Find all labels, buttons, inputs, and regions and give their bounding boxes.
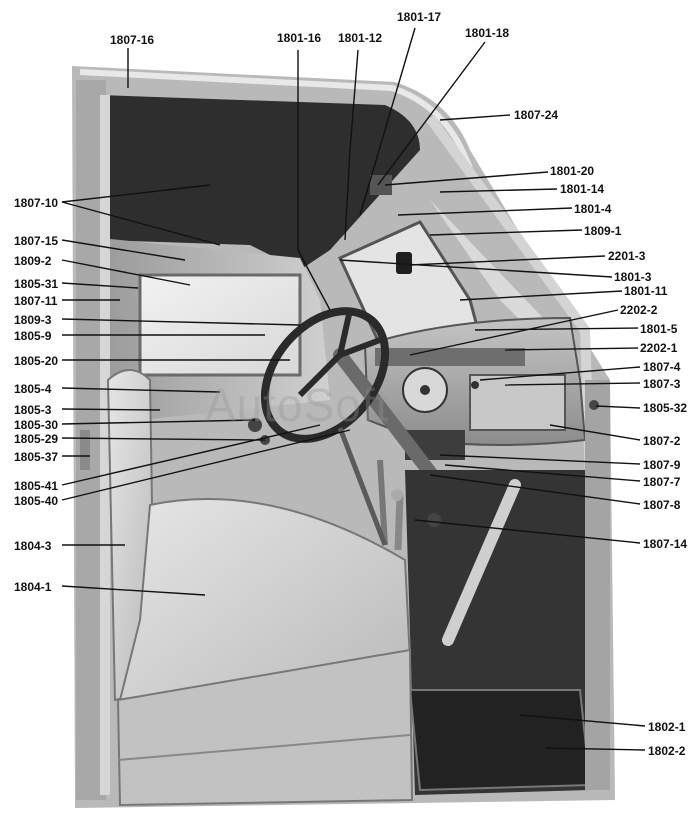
callout-label: 1805-3 — [14, 403, 52, 417]
right-door-panel — [585, 380, 610, 790]
callout-label: 1805-40 — [14, 494, 59, 508]
callout-label: 1807-8 — [643, 498, 681, 512]
callout-label: 1809-1 — [584, 224, 622, 238]
floor-mat — [408, 689, 592, 792]
callout-label: 1807-24 — [514, 108, 559, 122]
callout-label: 1805-20 — [14, 354, 59, 368]
control-rod — [337, 427, 388, 546]
speedometer-center — [420, 385, 430, 395]
wiper-motor — [370, 175, 392, 195]
window-crank — [248, 418, 262, 432]
callout-label: 1801-4 — [574, 202, 612, 216]
lever-knob — [391, 489, 403, 501]
callout-label: 1805-37 — [14, 450, 59, 464]
callout-label: 1801-12 — [338, 31, 383, 45]
callout-label: 1807-10 — [14, 196, 59, 210]
callout-label: 1801-20 — [550, 164, 595, 178]
callout-label: 1807-15 — [14, 234, 59, 248]
callout-label: 1801-18 — [465, 26, 510, 40]
callout-label: 1807-14 — [643, 537, 688, 551]
callout-label: 1805-30 — [14, 418, 59, 432]
callout-label: 1807-7 — [643, 475, 681, 489]
callout-label: 1809-3 — [14, 313, 52, 327]
callout-label: 1805-4 — [14, 382, 52, 396]
seat-front-trim — [117, 734, 411, 761]
parking-brake — [442, 479, 521, 646]
callout-label: 2201-3 — [608, 249, 646, 263]
leader-lines — [61, 27, 646, 751]
dash-knob — [471, 381, 479, 389]
callout-label: 1805-32 — [643, 401, 688, 415]
seat-base — [116, 648, 414, 807]
windshield — [338, 220, 480, 347]
steering-wheel — [260, 307, 390, 443]
left-pillar-edge — [100, 95, 110, 795]
callout-label: 1801-17 — [397, 10, 442, 24]
brake-lever — [394, 494, 404, 551]
door-hinge — [80, 430, 90, 470]
callout-label: 1801-16 — [277, 31, 322, 45]
callout-label: 1801-3 — [614, 270, 652, 284]
callout-label: 1807-11 — [14, 294, 58, 308]
rear-view-mirror — [396, 252, 412, 274]
callout-label: 1807-3 — [643, 377, 681, 391]
right-door-knob — [589, 400, 599, 410]
callout-label: 1805-31 — [14, 277, 59, 291]
callout-label: 1807-4 — [643, 360, 681, 374]
callout-label: 1807-16 — [110, 33, 155, 47]
floor-button — [427, 513, 441, 527]
gauge-panel — [375, 348, 525, 366]
headliner — [100, 95, 420, 270]
callout-label: 1804-3 — [14, 539, 52, 553]
shift-lever — [377, 459, 388, 546]
callout-label: 1802-2 — [648, 744, 686, 758]
steering-spokes — [297, 309, 382, 398]
watermark-text: AutoSoft — [205, 379, 390, 431]
callout-label: 1801-14 — [560, 182, 605, 196]
callout-label: 1805-41 — [14, 479, 59, 493]
callout-label: 1801-11 — [624, 284, 668, 298]
callout-label: 1809-2 — [14, 254, 52, 268]
callout-label: 1801-5 — [640, 322, 678, 336]
callout-label: 1802-1 — [648, 720, 686, 734]
callout-label: 1805-9 — [14, 329, 52, 343]
callout-label: 2202-2 — [620, 303, 658, 317]
callout-label: 1807-9 — [643, 458, 681, 472]
callout-label: 1804-1 — [14, 580, 52, 594]
callout-label: 1805-29 — [14, 432, 59, 446]
glovebox — [469, 374, 566, 431]
callout-label: 2202-1 — [640, 341, 678, 355]
callout-label: 1807-2 — [643, 434, 681, 448]
